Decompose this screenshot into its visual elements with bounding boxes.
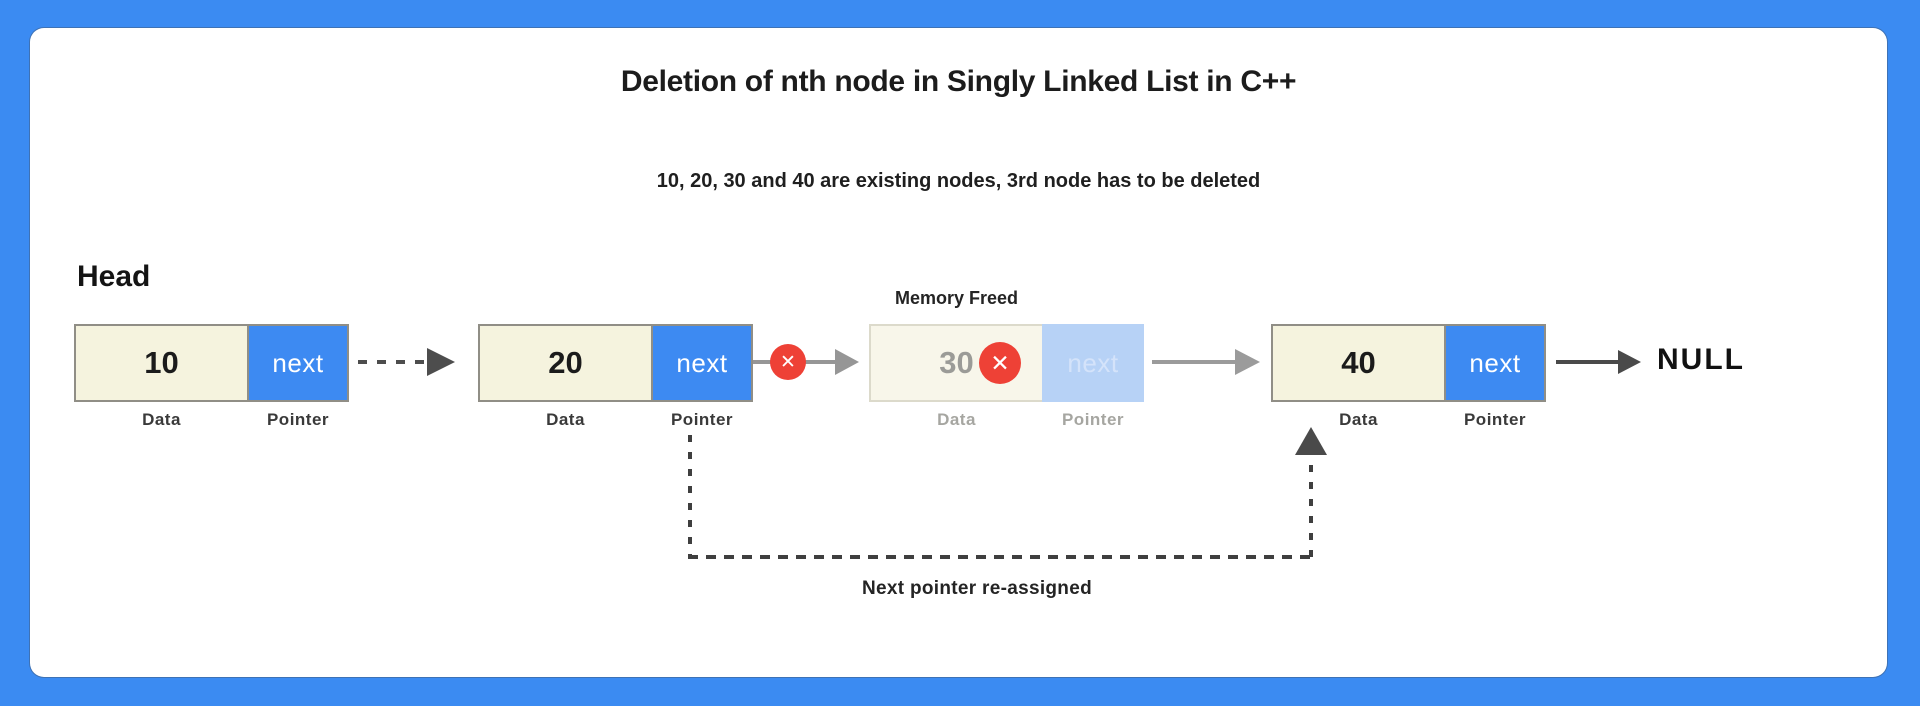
node-1-value: 10 [144,345,179,380]
node-3-pointer-caption: Pointer [1061,410,1125,429]
arrow-node1-to-node2-icon [358,348,455,376]
arrow-node4-to-null-icon [1556,350,1641,374]
page-subtitle: 10, 20, 30 and 40 are existing nodes, 3r… [656,170,1261,192]
node-2-next-cell: next [651,324,753,402]
node-1-next-cell: next [247,324,349,402]
node-1-pointer-caption: Pointer [266,410,330,429]
deleted-node-x-icon: ✕ [979,342,1021,384]
node-4-data-cell: 40 [1271,324,1446,402]
arrow-node3-to-node4-icon [1152,349,1260,375]
node-1: 10 next Data Pointer [74,324,349,444]
node-3-data-caption: Data [937,410,976,429]
reassigned-pointer-path-icon [688,427,1327,559]
reassign-caption: Next pointer re-assigned [862,578,1092,599]
x-glyph: ✕ [990,349,1010,376]
node-3-next-cell: next [1042,324,1144,402]
node-1-data-caption: Data [142,410,181,429]
connector-overlay [358,348,1641,559]
null-label: NULL [1657,343,1745,376]
node-2-next-label: next [676,347,728,378]
memory-freed-label: Memory Freed [894,288,1019,308]
node-4-data-caption: Data [1339,410,1378,429]
diagram-card: Deletion of nth node in Singly Linked Li… [30,28,1887,677]
node-2-data-caption: Data [546,410,585,429]
node-2-value: 20 [548,345,583,380]
node-2-pointer-caption: Pointer [670,410,734,429]
node-4: 40 next Data Pointer [1271,324,1546,444]
node-2-data-cell: 20 [478,324,653,402]
node-3-freed: 30 next Data Pointer [869,324,1144,444]
head-label: Head [77,260,151,293]
node-3-next-label: next [1067,347,1119,378]
node-4-next-cell: next [1444,324,1546,402]
node-4-pointer-caption: Pointer [1463,410,1527,429]
x-glyph: ✕ [780,351,796,373]
node-4-next-label: next [1469,347,1521,378]
node-1-next-label: next [272,347,324,378]
node-2: 20 next Data Pointer [478,324,753,444]
node-3-value: 30 [939,345,974,380]
node-1-data-cell: 10 [74,324,249,402]
broken-link-x-icon: ✕ [770,344,806,380]
node-4-value: 40 [1341,345,1376,380]
page-title: Deletion of nth node in Singly Linked Li… [620,65,1297,98]
